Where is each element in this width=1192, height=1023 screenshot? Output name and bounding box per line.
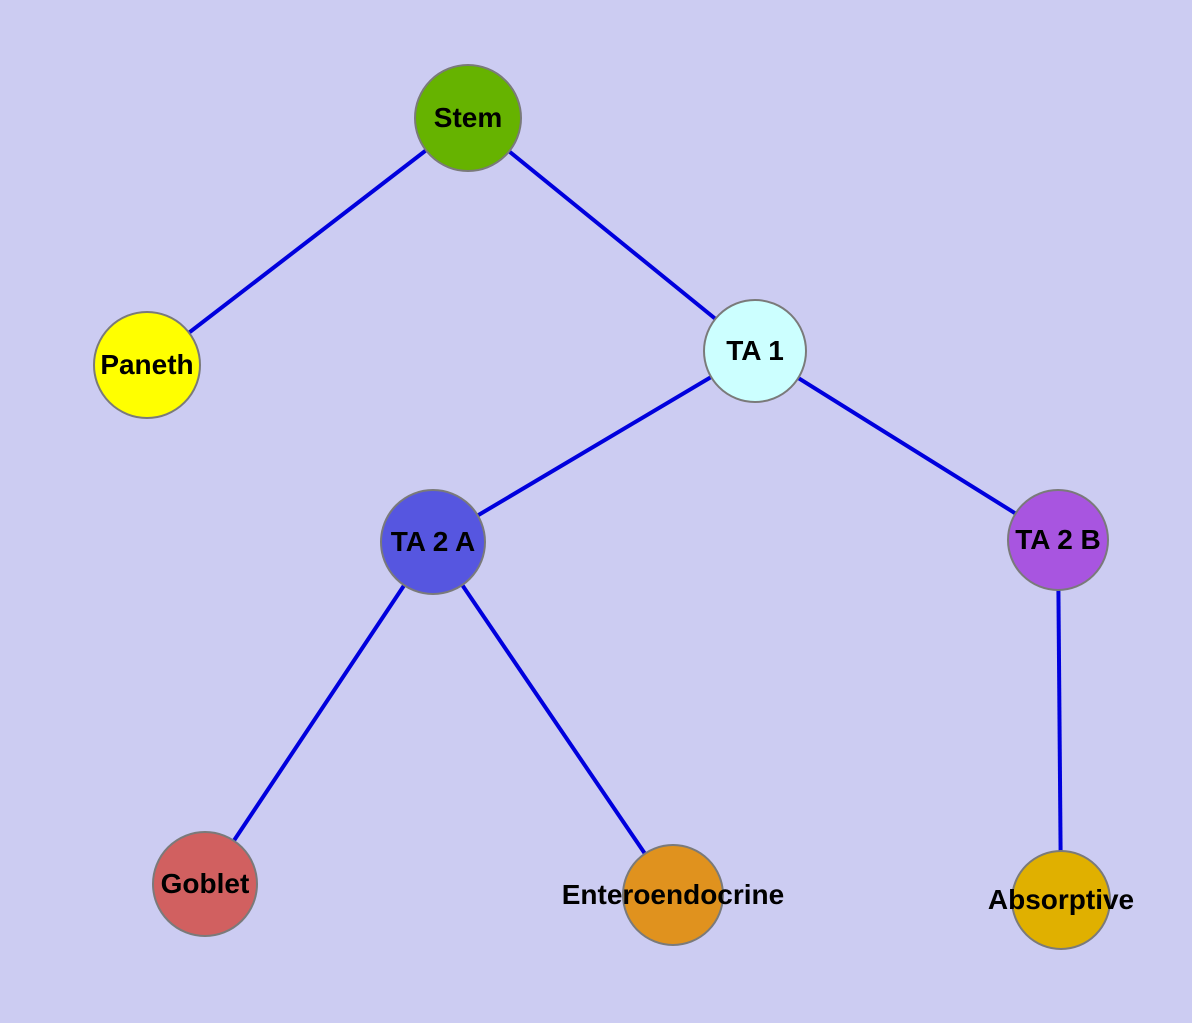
node-ta1[interactable] xyxy=(703,299,807,403)
edge-ta2a-goblet xyxy=(203,540,435,886)
node-goblet[interactable] xyxy=(152,831,258,937)
node-absorptive[interactable] xyxy=(1011,850,1111,950)
edge-stem-ta1 xyxy=(466,116,757,353)
node-enteroendocrine[interactable] xyxy=(622,844,724,946)
nodes-layer xyxy=(93,64,1111,950)
node-stem[interactable] xyxy=(414,64,522,172)
edge-ta2a-enteroendocrine xyxy=(431,540,675,897)
edge-ta1-ta2a xyxy=(431,349,757,544)
node-ta2a[interactable] xyxy=(380,489,486,595)
node-ta2b[interactable] xyxy=(1007,489,1109,591)
edge-ta1-ta2b xyxy=(753,349,1060,542)
node-paneth[interactable] xyxy=(93,311,201,419)
edge-ta2b-absorptive xyxy=(1056,539,1063,901)
edges-layer xyxy=(145,116,1063,901)
edge-stem-paneth xyxy=(145,116,470,367)
